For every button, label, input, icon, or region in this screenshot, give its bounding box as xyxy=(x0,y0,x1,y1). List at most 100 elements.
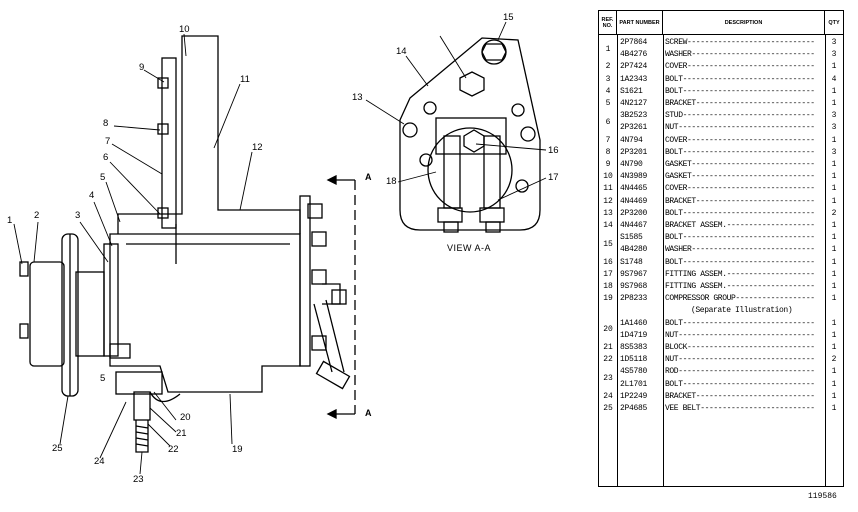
table-row: 2P3261 NUT-------------------------------… xyxy=(599,122,843,134)
part-description: BLOCK----------------------------- xyxy=(665,343,815,352)
part-description: COVER----------------------------- xyxy=(665,135,815,145)
section-mark-top: A xyxy=(365,172,372,182)
pulley-bolts xyxy=(19,261,29,339)
ref-number: 14 xyxy=(603,221,613,230)
part-qty: 1 xyxy=(831,99,837,108)
part-qty: 1 xyxy=(831,257,837,267)
callout-25: 25 xyxy=(52,443,63,454)
part-qty: 3 xyxy=(831,147,837,157)
table-row: 3B2523 STUD------------------------------… xyxy=(599,110,843,122)
ref-number-group: 20 xyxy=(603,325,613,335)
callout-13: 13 xyxy=(352,92,363,103)
callout-6: 6 xyxy=(103,152,109,163)
part-description: VEE BELT-------------------------- xyxy=(665,404,815,413)
part-qty: 1 xyxy=(831,294,837,304)
part-description: GASKET---------------------------- xyxy=(665,160,815,169)
ref-number: 21 xyxy=(603,343,613,352)
ref-number-group: 6 xyxy=(605,117,611,127)
part-number: 4S5780 xyxy=(620,367,648,377)
part-description: STUD------------------------------ xyxy=(665,111,815,121)
part-number: 4N4465 xyxy=(620,184,648,194)
table-row: 13 2P3200 BOLT----------------------------… xyxy=(599,208,843,220)
part-qty: 1 xyxy=(831,379,837,389)
part-number: 4N4469 xyxy=(620,196,648,206)
part-qty: 1 xyxy=(831,404,837,413)
part-description: GASKET---------------------------- xyxy=(665,172,815,182)
part-number: S1621 xyxy=(620,86,643,96)
ref-number: 4 xyxy=(605,86,611,96)
description-note: (Separate Illustration) xyxy=(691,306,793,316)
callout-2: 2 xyxy=(34,210,40,221)
view-a-a-drawing xyxy=(399,37,541,233)
ref-number: 10 xyxy=(603,172,613,182)
part-number: 2L1701 xyxy=(620,379,648,389)
part-description: BOLT------------------------------ xyxy=(665,208,815,218)
part-qty: 1 xyxy=(831,86,837,96)
callout-9: 9 xyxy=(139,62,145,73)
part-description: COMPRESSOR GROUP------------------ xyxy=(665,294,815,304)
ref-number: 16 xyxy=(603,257,613,267)
part-qty: 1 xyxy=(831,343,837,352)
part-number: S1748 xyxy=(620,257,643,267)
part-qty: 1 xyxy=(831,330,837,340)
part-description: BOLT------------------------------ xyxy=(665,379,815,389)
part-number: 1A2343 xyxy=(620,74,648,84)
header-ref-no: REF. NO. xyxy=(599,11,617,35)
part-qty: 1 xyxy=(831,233,837,243)
part-number: 4N2127 xyxy=(620,99,648,108)
callout-5: 5 xyxy=(100,172,106,183)
callout-24: 24 xyxy=(94,456,105,467)
part-description: FITTING ASSEM.-------------------- xyxy=(665,269,815,279)
ref-number-group: 23 xyxy=(603,374,613,384)
section-lines xyxy=(326,174,356,420)
callout-14: 14 xyxy=(396,46,407,57)
part-number: 4N4467 xyxy=(620,221,648,230)
callout-22: 22 xyxy=(168,444,179,455)
part-number: 4N790 xyxy=(620,160,643,169)
callout-4: 4 xyxy=(89,190,95,201)
ref-number: 19 xyxy=(603,294,613,304)
compressor-drawing xyxy=(13,21,547,475)
column-divider xyxy=(663,35,664,486)
callout-11: 11 xyxy=(240,74,250,85)
ref-number: 24 xyxy=(603,391,613,401)
part-qty: 1 xyxy=(831,160,837,169)
pulley-drawing xyxy=(29,233,105,397)
part-description: NUT------------------------------- xyxy=(665,123,815,133)
callout-20: 20 xyxy=(180,412,191,423)
ref-number: 13 xyxy=(603,208,613,218)
part-number: 4N794 xyxy=(620,135,643,145)
illustration-number: 119586 xyxy=(808,492,837,501)
part-qty: 3 xyxy=(831,50,837,60)
part-description: BOLT------------------------------ xyxy=(665,318,815,328)
callout-15: 15 xyxy=(503,12,514,23)
part-qty: 1 xyxy=(831,318,837,328)
part-number: 9S7967 xyxy=(620,269,648,279)
part-number: 2P3261 xyxy=(620,123,648,133)
part-number: 3B2523 xyxy=(620,111,648,121)
parts-table: REF. NO. PART NUMBER DESCRIPTION QTY 2P7… xyxy=(598,10,844,487)
callout-7: 7 xyxy=(105,136,111,147)
part-description: SCREW----------------------------- xyxy=(665,38,815,47)
part-number: 2P3200 xyxy=(620,208,648,218)
part-description: BRACKET--------------------------- xyxy=(665,196,815,206)
ref-number-group: 15 xyxy=(603,239,613,249)
view-label: VIEW A-A xyxy=(447,243,492,253)
callout-16: 16 xyxy=(548,145,559,156)
fitting-right xyxy=(313,283,351,390)
part-description: BOLT------------------------------ xyxy=(665,147,815,157)
part-qty: 1 xyxy=(831,172,837,182)
